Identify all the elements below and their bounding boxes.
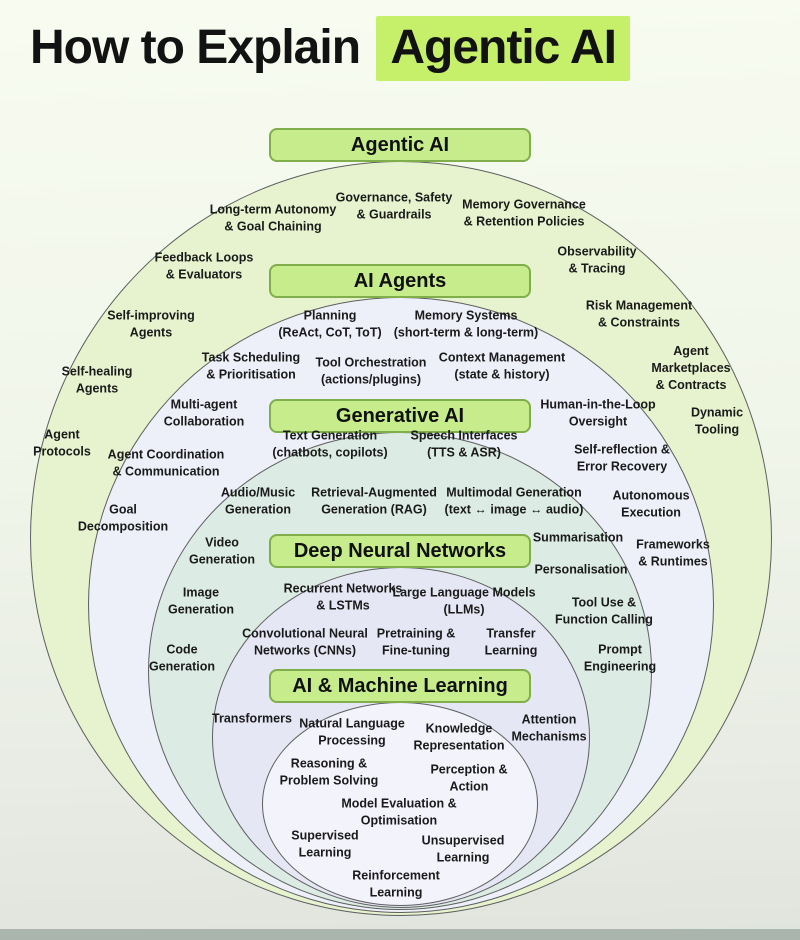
layer-label-deep-neural-networks: Deep Neural Networks: [269, 534, 531, 568]
page-title: How to Explain Agentic AI: [30, 16, 630, 81]
title-highlight: Agentic AI: [376, 16, 630, 81]
layer-label-agentic-ai: Agentic AI: [269, 128, 531, 162]
ellipse-ai-machine-learning: [262, 702, 538, 906]
layer-label-ai-machine-learning: AI & Machine Learning: [269, 669, 531, 703]
bottom-edge-band: [0, 929, 800, 940]
layer-label-ai-agents: AI Agents: [269, 264, 531, 298]
title-prefix: How to Explain: [30, 21, 361, 74]
layer-label-generative-ai: Generative AI: [269, 399, 531, 433]
